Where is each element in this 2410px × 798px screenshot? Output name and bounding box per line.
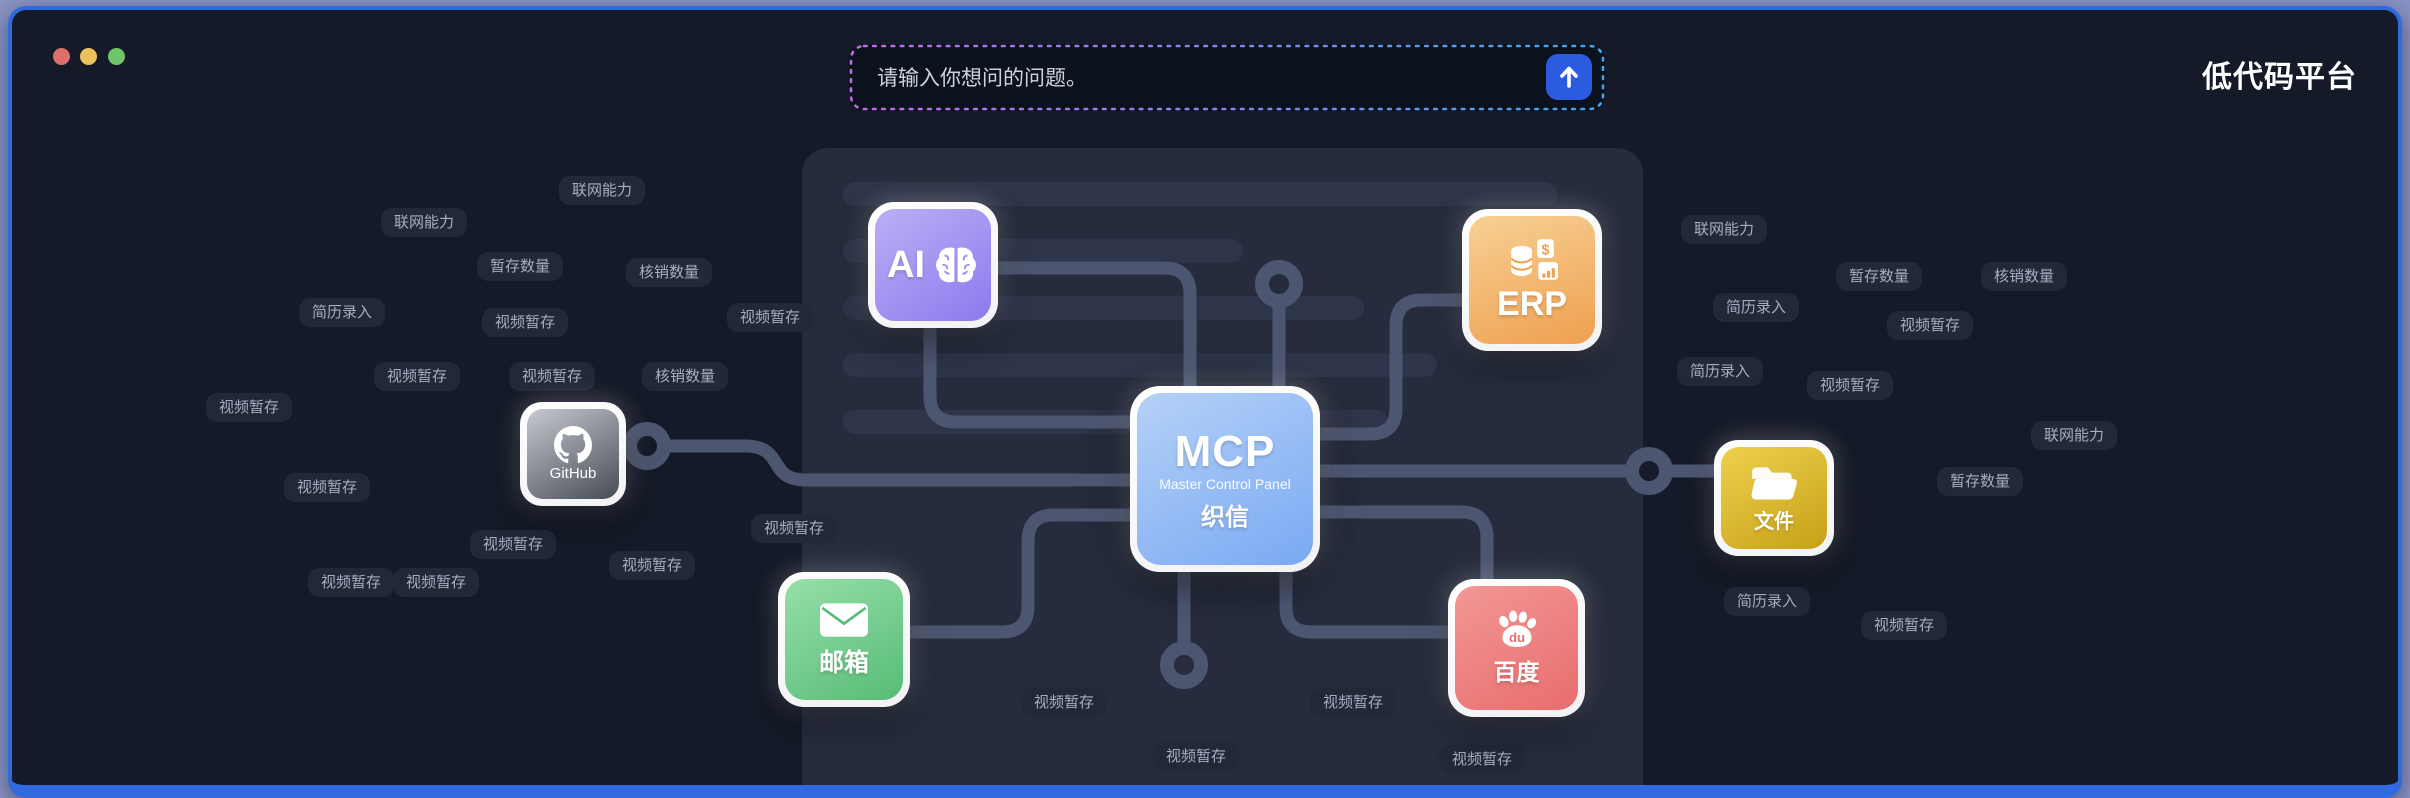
scatter-label: 视频暂存 — [470, 530, 557, 559]
scatter-label: 联网能力 — [2031, 421, 2118, 450]
wire-mail — [885, 508, 1147, 639]
paw-icon: du — [1498, 610, 1536, 647]
close-button[interactable] — [53, 48, 70, 65]
scatter-label: 视频暂存 — [1021, 688, 1108, 717]
scatter-label: 视频暂存 — [727, 303, 814, 332]
mcp-acronym: MCP — [1174, 426, 1276, 476]
octocat-icon — [554, 426, 592, 464]
coins-icon: $ — [1510, 238, 1558, 280]
node-ai[interactable]: AI — [868, 202, 998, 328]
node-erp[interactable]: $ ERP — [1462, 209, 1602, 351]
scatter-label: 核销数量 — [642, 362, 729, 391]
baidu-label: 百度 — [1493, 659, 1540, 685]
scatter-label: 视频暂存 — [1153, 742, 1240, 771]
scatter-label: 视频暂存 — [509, 362, 596, 391]
scatter-label: 视频暂存 — [393, 568, 480, 597]
scatter-label: 暂存数量 — [477, 252, 564, 281]
arrow-up-icon — [1560, 66, 1578, 88]
folder-icon — [1751, 466, 1798, 499]
scatter-label: 视频暂存 — [284, 473, 371, 502]
scatter-label: 视频暂存 — [1310, 688, 1397, 717]
scatter-label: 视频暂存 — [751, 514, 838, 543]
scatter-label: 简历录入 — [1713, 293, 1800, 322]
scatter-label: 暂存数量 — [1836, 262, 1923, 291]
node-mcp[interactable]: MCP Master Control Panel 织信 — [1130, 386, 1320, 572]
scatter-label: 联网能力 — [381, 208, 468, 237]
scatter-label: 视频暂存 — [1887, 311, 1974, 340]
ai-label: AI — [887, 243, 925, 286]
scatter-label: 暂存数量 — [1937, 467, 2024, 496]
dotted-border — [849, 44, 1605, 111]
scatter-label: 视频暂存 — [482, 308, 569, 337]
wire-github — [661, 439, 1147, 487]
minimize-button[interactable] — [80, 48, 97, 65]
scatter-label: 视频暂存 — [1439, 745, 1526, 774]
wire-baidu-top — [1303, 505, 1494, 589]
scatter-label: 视频暂存 — [308, 568, 395, 597]
baidu-du-text: du — [1508, 630, 1524, 645]
scatter-label: 视频暂存 — [374, 362, 461, 391]
scatter-label: 视频暂存 — [609, 551, 696, 580]
mcp-subtitle: Master Control Panel — [1159, 475, 1291, 492]
terminal-ring — [623, 422, 671, 470]
scatter-label: 核销数量 — [1981, 262, 2068, 291]
svg-text:$: $ — [1541, 242, 1549, 258]
question-input[interactable] — [875, 44, 1499, 113]
wire-erp — [1303, 293, 1470, 441]
scatter-label: 核销数量 — [626, 258, 713, 287]
wire-baidu-left — [1279, 549, 1457, 639]
wire-ai-right — [978, 261, 1197, 399]
scatter-label: 视频暂存 — [1807, 371, 1894, 400]
question-input-container — [849, 44, 1605, 113]
github-label: GitHub — [549, 465, 597, 482]
node-github[interactable]: GitHub — [520, 402, 626, 506]
terminal-ring — [1625, 447, 1673, 495]
terminal-ring — [1160, 641, 1208, 689]
node-mail[interactable]: 邮箱 — [778, 572, 910, 707]
envelope-icon — [820, 602, 868, 637]
connector-wires — [623, 260, 1729, 689]
mcp-name: 织信 — [1201, 503, 1249, 531]
node-baidu[interactable]: du 百度 — [1448, 579, 1585, 717]
terminal-ring — [1255, 260, 1303, 308]
scatter-label: 简历录入 — [1677, 357, 1764, 386]
scatter-label: 简历录入 — [1724, 587, 1811, 616]
scatter-label: 简历录入 — [299, 298, 386, 327]
erp-label: ERP — [1497, 284, 1567, 323]
mail-label: 邮箱 — [818, 648, 869, 677]
scatter-label: 联网能力 — [1681, 215, 1768, 244]
scatter-label: 联网能力 — [559, 176, 646, 205]
scatter-label: 视频暂存 — [206, 393, 293, 422]
wire-ai-bottom — [923, 306, 1147, 429]
files-label: 文件 — [1754, 510, 1794, 533]
zoom-button[interactable] — [108, 48, 125, 65]
scatter-label: 视频暂存 — [1861, 611, 1948, 640]
send-button[interactable] — [1546, 54, 1592, 100]
brain-icon — [936, 247, 976, 283]
node-files[interactable]: 文件 — [1714, 440, 1834, 556]
page-title: 低代码平台 — [2202, 61, 2357, 94]
